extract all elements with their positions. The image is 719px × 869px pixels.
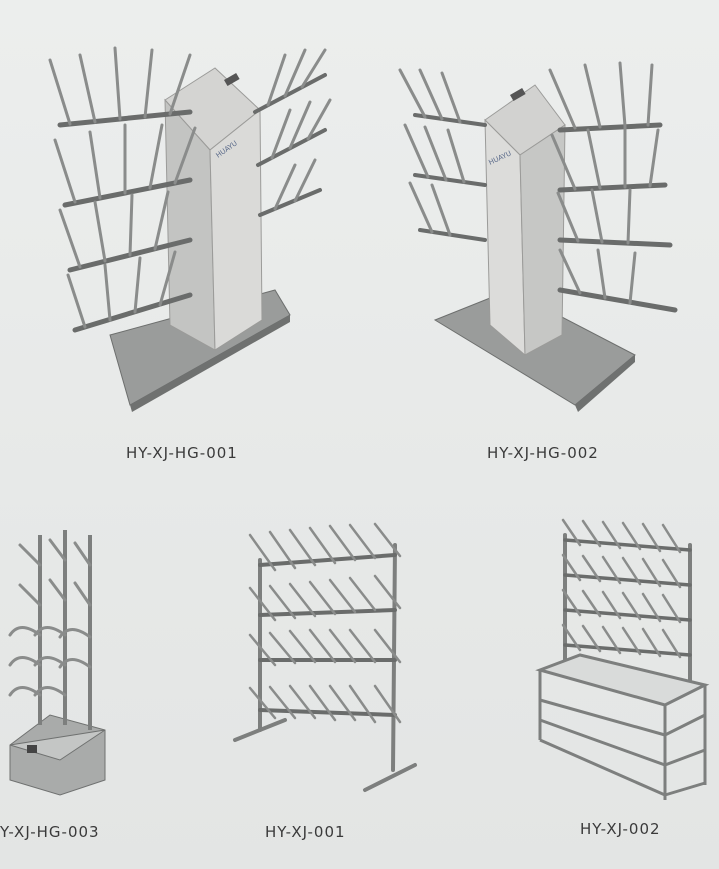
dryer-rack-drawing: HUAYU [398,61,678,412]
dryer-rack-drawing [8,530,106,796]
product-image-hg-003 [5,525,125,800]
product-caption: Y-XJ-HG-003 [0,823,100,841]
boot-rack-drawing [233,522,417,792]
product-caption: HY-XJ-HG-002 [487,444,599,462]
product-image-hg-002: HUAYU [390,55,700,415]
dryer-rack-drawing: HUAYU [48,46,332,412]
product-caption: HY-XJ-001 [265,823,346,841]
product-image-hg-001: HUAYU [40,40,340,420]
product-image-xj-001 [225,520,420,805]
product-image-xj-002 [535,515,715,805]
product-caption: HY-XJ-002 [580,820,661,838]
boot-rack-drawing [535,518,710,800]
product-caption: HY-XJ-HG-001 [126,444,238,462]
